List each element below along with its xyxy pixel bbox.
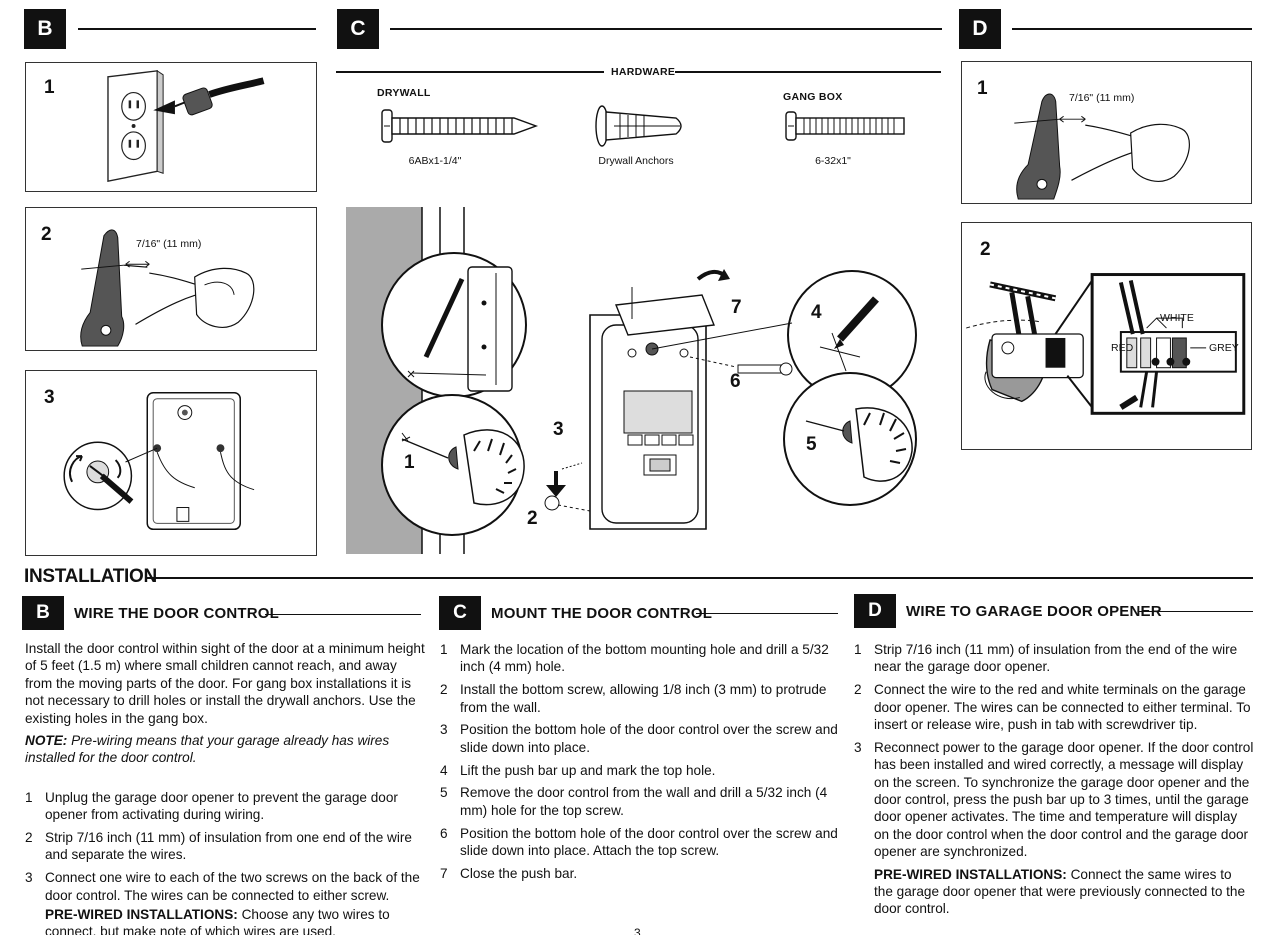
step-number: 2	[41, 224, 52, 245]
hardware-anchor-label: Drywall Anchors	[598, 155, 674, 167]
section-d-badge: D	[854, 594, 896, 628]
panel-d-rule	[1012, 28, 1252, 30]
step-number: 1	[977, 78, 988, 99]
section-b-intro: Install the door control within sight of…	[25, 641, 425, 726]
section-c-rule	[696, 613, 838, 615]
panel-b-step-3: 3	[25, 370, 317, 556]
panel-b-rule	[78, 28, 316, 30]
outlet-plug-illustration	[107, 69, 265, 182]
section-b-rule	[265, 614, 421, 616]
wire-strip-illustration	[80, 229, 255, 347]
strip-dimension-label: 7/16" (11 mm)	[136, 238, 202, 250]
callout-7: 7	[731, 297, 742, 318]
hardware-gangbox-header: GANG BOX	[783, 91, 843, 103]
callout-1: 1	[404, 452, 415, 473]
mount-door-control-illustration	[346, 207, 917, 554]
hardware-drywall-screw-label: 6ABx1-1/4"	[408, 155, 462, 167]
panel-b-step-1: 1	[25, 62, 317, 192]
panel-b-step-2: 2 7/16" (11 mm)	[25, 207, 317, 351]
panel-c-badge: C	[337, 9, 379, 49]
section-d-title: WIRE TO GARAGE DOOR OPENER	[906, 603, 1162, 620]
hardware-title: HARDWARE	[611, 66, 676, 78]
callout-3: 3	[553, 419, 564, 440]
section-d-rule	[1139, 611, 1253, 613]
opener-terminal-illustration	[966, 273, 1246, 415]
section-b-badge: B	[22, 596, 64, 630]
callout-2: 2	[527, 508, 538, 529]
panel-c-rule	[390, 28, 942, 30]
installation-rule	[145, 577, 1253, 579]
callout-5: 5	[806, 434, 817, 455]
callout-6: 6	[730, 371, 741, 392]
section-b-body: Install the door control within sight of…	[25, 640, 425, 935]
callout-4: 4	[811, 302, 822, 323]
step-number: 1	[44, 77, 55, 98]
section-c-title: MOUNT THE DOOR CONTROL	[491, 605, 713, 622]
installation-title: INSTALLATION	[24, 566, 157, 587]
section-c-badge: C	[439, 596, 481, 630]
hardware-drywall-header: DRYWALL	[377, 87, 431, 99]
terminal-white-label: WHITE	[1160, 312, 1194, 324]
hardware-rule-right	[675, 71, 941, 73]
note-label: NOTE:	[25, 733, 68, 749]
prewired-note: PRE-WIRED INSTALLATIONS: Connect the sam…	[874, 866, 1246, 917]
page-number: 3	[634, 926, 641, 935]
panel-d-badge: D	[959, 9, 1001, 49]
terminal-red-label: RED	[1111, 342, 1134, 354]
wire-strip-illustration	[1014, 93, 1190, 200]
step-number: 3	[44, 387, 55, 408]
panel-d-step-1: 1 7/16" (11 mm)	[961, 61, 1252, 204]
strip-dimension-label: 7/16" (11 mm)	[1069, 92, 1135, 104]
door-control-back-illustration	[63, 392, 255, 531]
prewired-note: PRE-WIRED INSTALLATIONS: Choose any two …	[45, 907, 390, 935]
note-text: Pre-wiring means that your garage alread…	[25, 733, 390, 766]
step-number: 2	[980, 239, 991, 260]
section-b-note: NOTE: Pre-wiring means that your garage …	[25, 732, 425, 767]
hardware-rule-left	[336, 71, 604, 73]
hardware-gangbox-screw-label: 6-32x1"	[815, 155, 851, 167]
hardware-items-illustration	[381, 105, 905, 147]
panel-b-badge: B	[24, 9, 66, 49]
section-b-title: WIRE THE DOOR CONTROL	[74, 605, 280, 622]
panel-d-step-2: 2 WHITE RED GREY	[961, 222, 1252, 450]
terminal-grey-label: GREY	[1209, 342, 1239, 354]
